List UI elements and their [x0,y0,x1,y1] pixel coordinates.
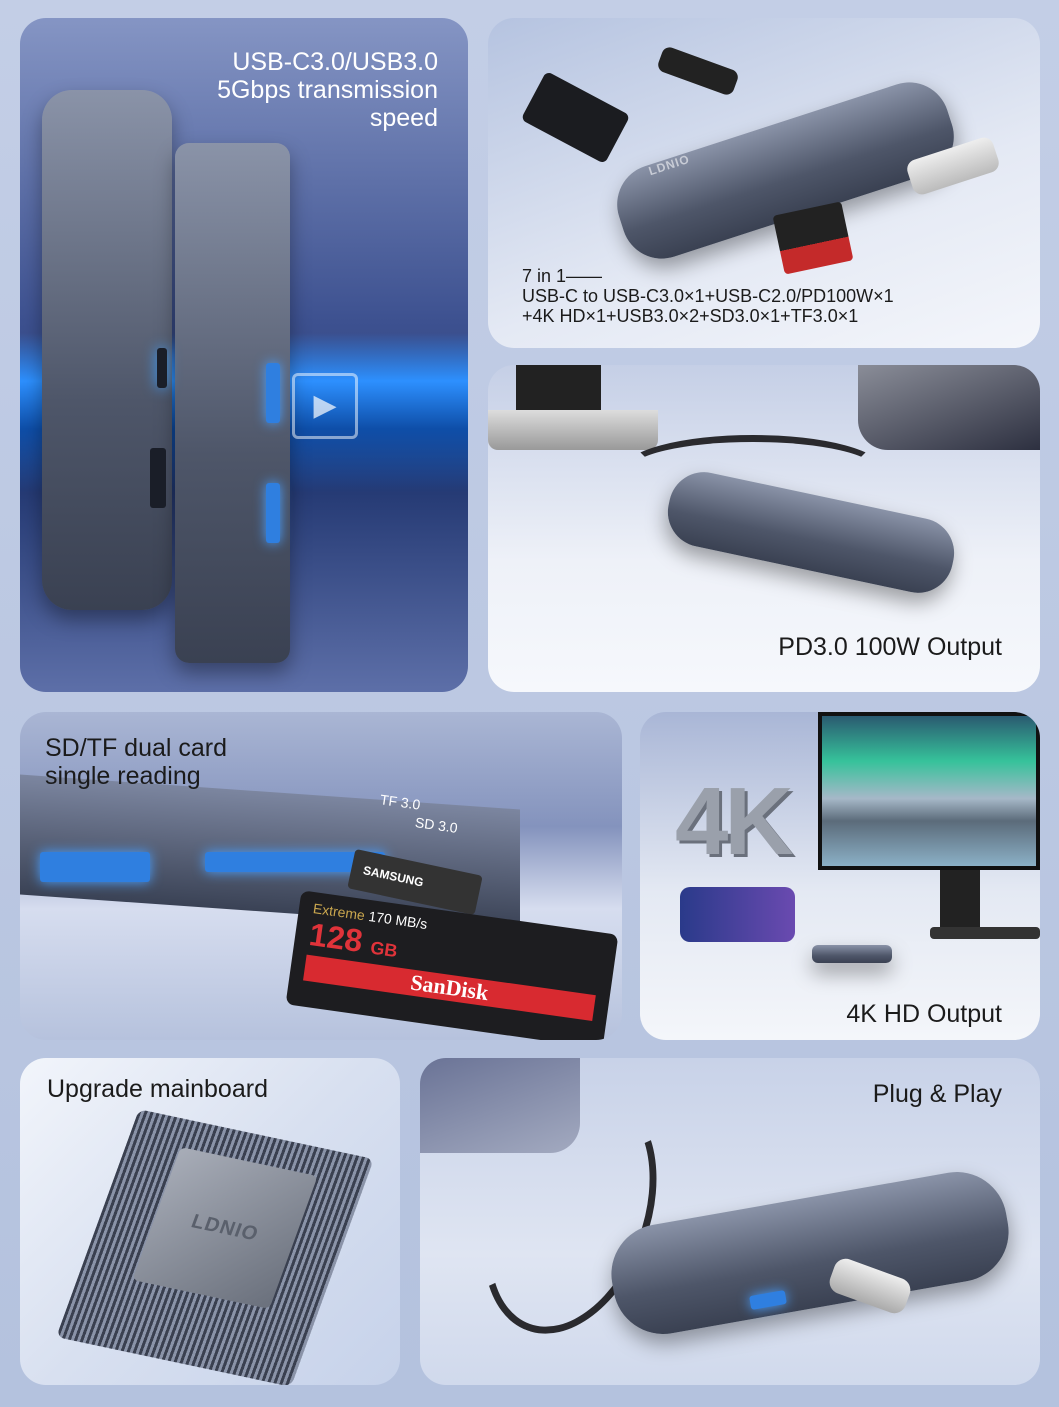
usb-port [40,852,150,882]
video-play-icon: ▶ [292,373,358,439]
chip-logo: LDNIO [188,1210,262,1245]
seven-in-one-caption: 7 in 1—— USB-C to USB-C3.0×1+USB-C2.0/PD… [522,266,894,326]
monitor-base [930,927,1040,939]
usb-port-1 [266,363,280,423]
monitor-base [488,410,658,450]
card-reader-caption: SD/TF dual card single reading [45,734,228,790]
monitor-screen [818,712,1040,870]
hub-front [42,90,172,610]
sd-card [772,201,854,275]
panel-transmission-speed: USB-C3.0/USB3.0 5Gbps transmission speed… [20,18,468,692]
mainboard-caption: Upgrade mainboard [47,1075,268,1103]
sd-card: Extreme 170 MB/s 128 GB SanDisk [285,890,619,1040]
monitor-stand [940,870,980,930]
laptop [858,365,1040,450]
sd-slot [205,852,385,872]
power-caption: PD3.0 100W Output [778,633,1002,661]
hdmi-port [150,448,166,508]
usb-c-cable [655,45,741,97]
panel-seven-in-one: LDNIO 7 in 1—— USB-C to USB-C3.0×1+USB-C… [488,18,1040,348]
transmission-caption: USB-C3.0/USB3.0 5Gbps transmission speed [217,48,438,132]
hdmi-cable [520,70,631,165]
cable [623,435,883,505]
panel-mainboard: LDNIO Upgrade mainboard [20,1058,400,1385]
laptop [420,1058,580,1153]
usb-c-port [157,348,167,388]
phone [680,887,795,942]
hub [812,945,892,963]
panel-power-output: PD3.0 100W Output [488,365,1040,692]
hub [603,1164,1017,1342]
usb-port-2 [266,483,280,543]
4k-caption: 4K HD Output [846,1000,1002,1028]
big-4k-label: 4K [675,768,794,875]
panel-card-reader: TF 3.0 SD 3.0 SAMSUNG Extreme 170 MB/s 1… [20,712,622,1040]
panel-4k-output: 4K 4K HD Output [640,712,1040,1040]
panel-plug-and-play: Plug & Play [420,1058,1040,1385]
plug-play-caption: Plug & Play [872,1080,1002,1108]
